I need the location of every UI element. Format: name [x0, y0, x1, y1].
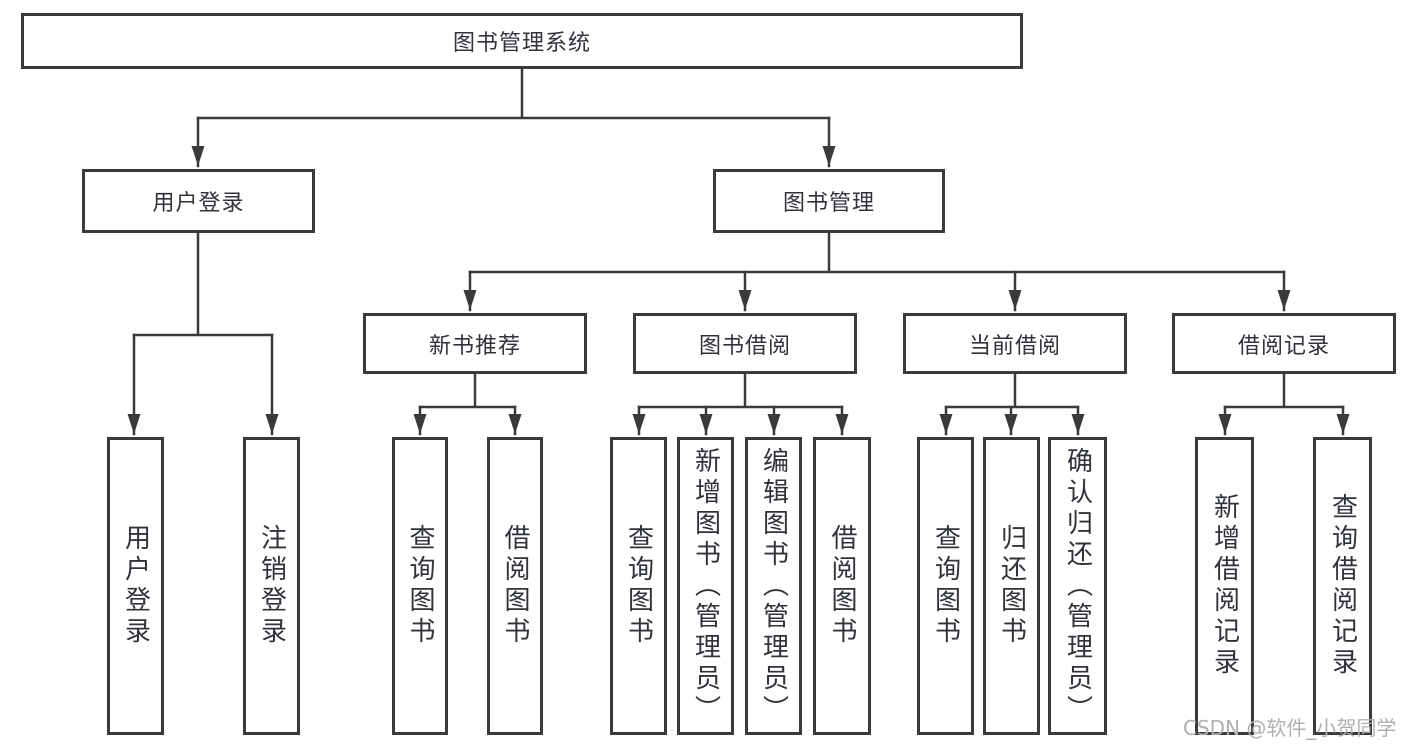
leaf-edit-books-admin: 编辑图书（管理员） [745, 437, 802, 735]
csdn-watermark: CSDN @软件_小贺同学 [1183, 716, 1397, 740]
leaf-label: 新增借阅记录 [1209, 493, 1240, 679]
leaf-label: 查询图书 [405, 524, 435, 648]
node-label: 当前借阅 [968, 333, 1061, 359]
leaf-label: 注销登录 [256, 524, 287, 648]
leaf-label: 编辑图书（管理员） [758, 446, 789, 726]
leaf-label: 查询图书 [623, 524, 654, 648]
leaf-user-login: 用户登录 [107, 437, 164, 735]
node-new-book-recommend: 新书推荐 [363, 313, 587, 374]
leaf-return-books: 归还图书 [983, 437, 1040, 735]
node-root-library-system: 图书管理系统 [21, 13, 1023, 69]
node-label: 图书管理 [782, 191, 875, 216]
leaf-add-books-admin: 新增图书（管理员） [677, 437, 734, 735]
leaf-query-books-current: 查询图书 [917, 437, 974, 735]
leaf-query-borrow-record: 查询借阅记录 [1313, 437, 1372, 735]
node-label: 新书推荐 [428, 333, 521, 359]
node-label: 用户登录 [152, 191, 245, 216]
node-user-login: 用户登录 [82, 169, 315, 233]
node-label: 图书借阅 [698, 333, 791, 359]
node-label: 借阅记录 [1237, 333, 1330, 359]
leaf-label: 新增图书（管理员） [690, 446, 721, 726]
node-book-management: 图书管理 [713, 169, 945, 233]
node-borrow-records: 借阅记录 [1172, 313, 1396, 374]
leaf-borrow-books-recommend: 借阅图书 [487, 437, 543, 735]
leaf-label: 确认归还（管理员） [1062, 446, 1093, 726]
leaf-query-books-borrow: 查询图书 [610, 437, 667, 735]
leaf-borrow-books: 借阅图书 [813, 437, 871, 735]
node-label: 图书管理系统 [452, 31, 591, 56]
leaf-logout: 注销登录 [243, 437, 300, 735]
leaf-label: 用户登录 [120, 524, 151, 648]
node-book-borrow: 图书借阅 [633, 313, 857, 374]
leaf-label: 查询图书 [930, 524, 961, 648]
leaf-query-books-recommend: 查询图书 [392, 437, 448, 735]
leaf-label: 归还图书 [996, 524, 1027, 648]
leaf-label: 查询借阅记录 [1327, 493, 1358, 679]
leaf-confirm-return-admin: 确认归还（管理员） [1048, 437, 1107, 735]
leaf-label: 借阅图书 [827, 524, 857, 648]
leaf-label: 借阅图书 [500, 524, 530, 648]
node-current-borrow: 当前借阅 [903, 313, 1127, 374]
leaf-add-borrow-record: 新增借阅记录 [1195, 437, 1254, 735]
